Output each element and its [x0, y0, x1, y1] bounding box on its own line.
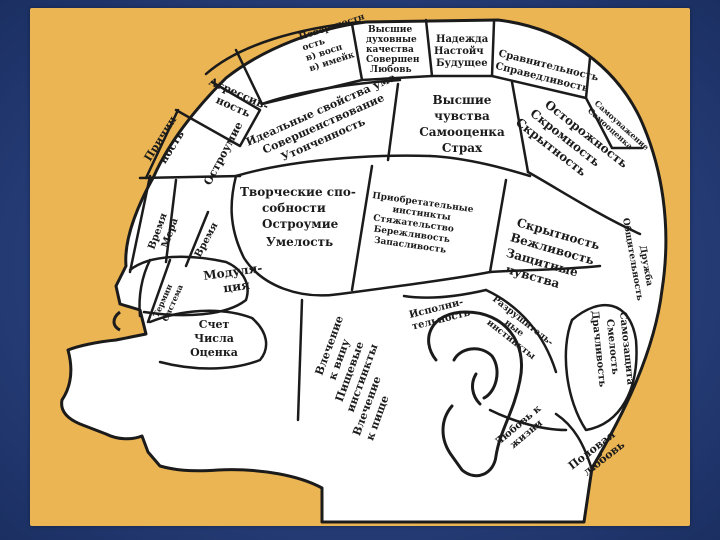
zone-label: ция	[222, 278, 250, 296]
zone-label: Самооценка	[419, 125, 505, 139]
zone-label: Остроумие	[262, 217, 339, 231]
zone-label: Страх	[442, 141, 483, 155]
zone-modulyatsiya: Модуля- ция	[202, 261, 263, 296]
zone-label: духовные	[366, 35, 417, 45]
zone-label: собности	[262, 201, 326, 215]
zone-label: Счет	[199, 318, 230, 331]
zone-label: качества	[366, 45, 414, 55]
zone-label: Числа	[194, 332, 234, 345]
zone-label: Совершен	[366, 55, 420, 65]
zone-label: Высшие	[433, 93, 492, 107]
zone-label: Любовь	[370, 64, 412, 75]
zone-vysshie-kachestva: Высшие духовные качества Совершен Любовь	[366, 25, 420, 75]
zone-label: чувства	[434, 109, 490, 123]
zone-label: Высшие	[368, 25, 412, 35]
zone-tvorcheskie: Творческие спо- собности Остроумие Умело…	[240, 185, 356, 249]
diagram-panel: Поверхностн ость в) восп в) имейк Высшие…	[30, 8, 690, 526]
ear	[427, 310, 523, 478]
zone-label: Творческие спо-	[240, 185, 356, 199]
zone-label: Надежда	[436, 34, 489, 45]
eye-mark	[112, 310, 121, 332]
zone-label: Умелость	[266, 235, 333, 249]
zone-label: Будущее	[436, 58, 488, 69]
zone-label: Настойч	[434, 46, 484, 57]
region-lines	[128, 18, 644, 472]
zone-schet: Счет Числа Оценка	[190, 318, 238, 359]
zone-label: Оценка	[190, 346, 238, 359]
zone-nadezhda: Надежда Настойч Будущее	[434, 34, 489, 69]
zone-vysshie-chuvstva: Высшие чувства Самооценка Страх	[419, 93, 505, 155]
phrenology-head-diagram: Поверхностн ость в) восп в) имейк Высшие…	[60, 12, 668, 524]
